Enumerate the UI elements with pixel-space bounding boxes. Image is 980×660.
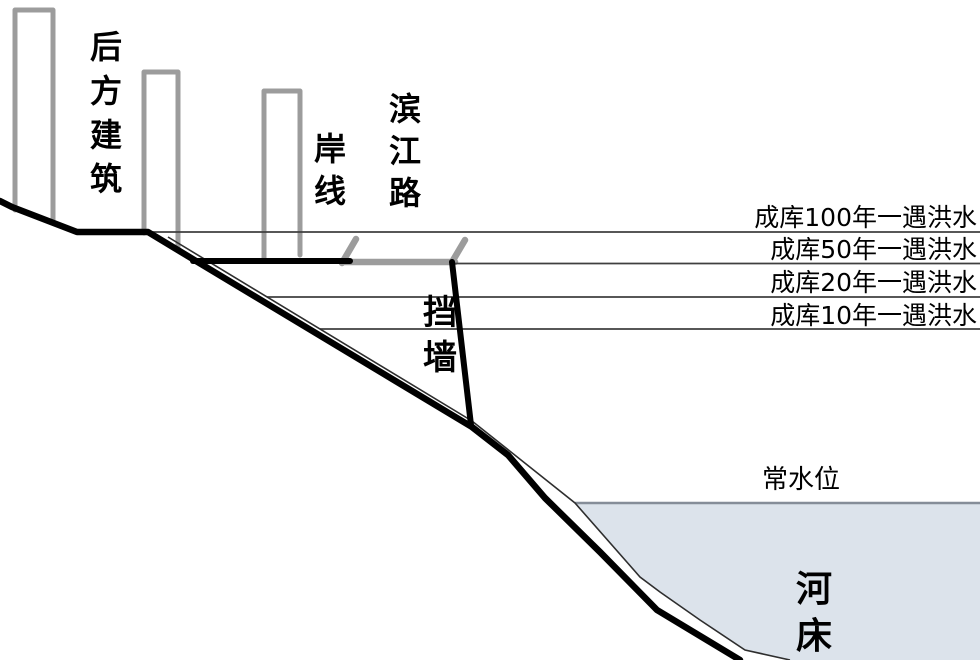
water-area [575,503,980,660]
label-flood-10yr: 成库10年一遇洪水 [770,301,977,330]
original-ground-line [167,236,791,660]
label-riverside-road: 滨江路 [389,90,422,213]
label-flood-100yr: 成库100年一遇洪水 [754,203,977,232]
label-shoreline: 岸线 [314,130,347,211]
label-riverbed: 河床 [796,569,833,657]
building-outline-1 [12,7,56,226]
label-rear-buildings: 后方建筑 [90,28,123,199]
label-flood-20yr: 成库20年一遇洪水 [770,268,977,297]
riverside-road-line [338,235,469,267]
label-normal-water-level: 常水位 [762,465,841,495]
label-flood-50yr: 成库50年一遇洪水 [770,235,977,264]
retaining-wall-line [449,259,474,428]
building-outline-3 [261,88,303,261]
ground-line [0,197,744,660]
label-retaining-wall: 挡墙 [423,293,457,378]
building-outline-2 [141,69,181,252]
